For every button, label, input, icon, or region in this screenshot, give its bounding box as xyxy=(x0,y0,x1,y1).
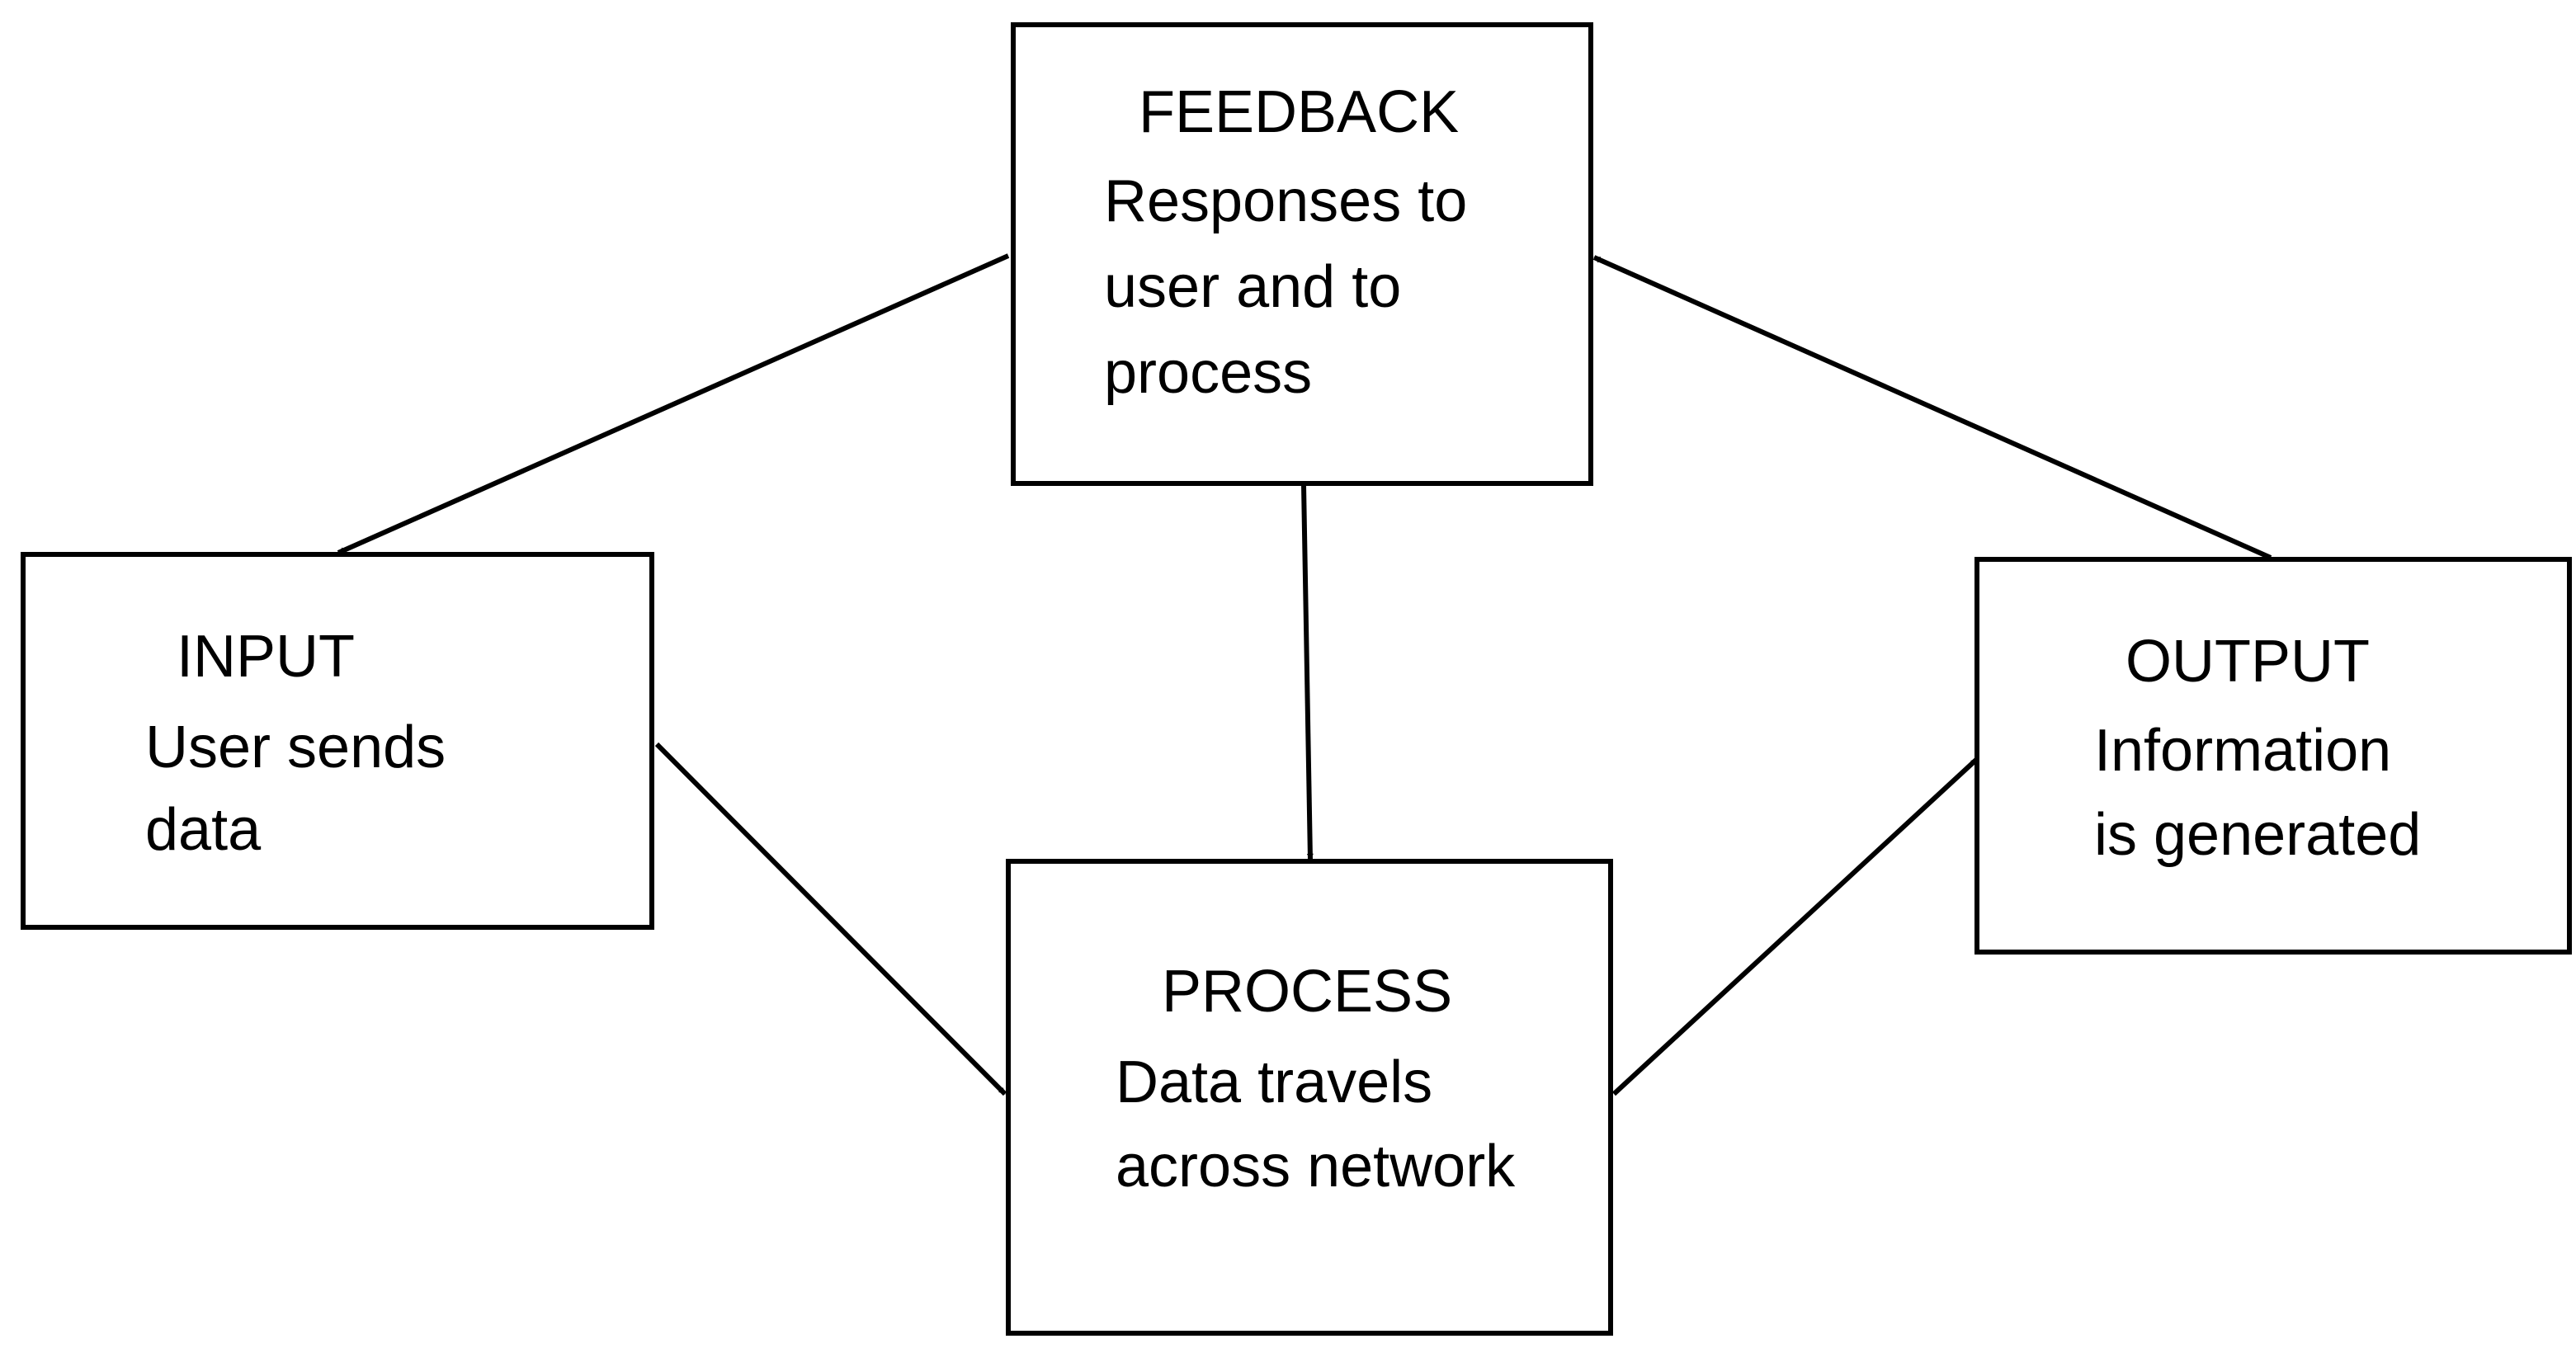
feedback-title: FEEDBACK xyxy=(1139,79,1459,145)
connectors xyxy=(337,253,2272,1096)
feedback-node: FEEDBACK Responses to user and to proces… xyxy=(1011,22,1593,486)
arrow-output-to-feedback xyxy=(1592,255,2272,560)
arrow-process-to-output xyxy=(1611,757,1979,1096)
process-node: PROCESS Data travels across network xyxy=(1006,859,1613,1336)
process-desc-line2: across network xyxy=(1116,1134,1516,1200)
output-desc-line1: Information xyxy=(2094,718,2391,784)
input-title: INPUT xyxy=(177,624,355,690)
output-desc-line2: is generated xyxy=(2094,802,2421,868)
arrow-feedback-to-process xyxy=(1301,484,1314,860)
process-desc-line1: Data travels xyxy=(1116,1049,1432,1115)
input-desc-line2: data xyxy=(145,797,262,863)
feedback-desc-line3: process xyxy=(1104,340,1312,406)
arrow-feedback-to-input xyxy=(337,253,1010,555)
input-desc-line1: User sends xyxy=(145,714,446,780)
feedback-desc-line1: Responses to xyxy=(1104,168,1467,234)
output-node: OUTPUT Information is generated xyxy=(1974,557,2572,955)
process-title: PROCESS xyxy=(1162,959,1452,1025)
input-node: INPUT User sends data xyxy=(21,552,654,930)
feedback-desc-line2: user and to xyxy=(1104,254,1401,320)
arrow-input-to-process xyxy=(654,742,1007,1096)
output-title: OUTPUT xyxy=(2125,629,2370,695)
